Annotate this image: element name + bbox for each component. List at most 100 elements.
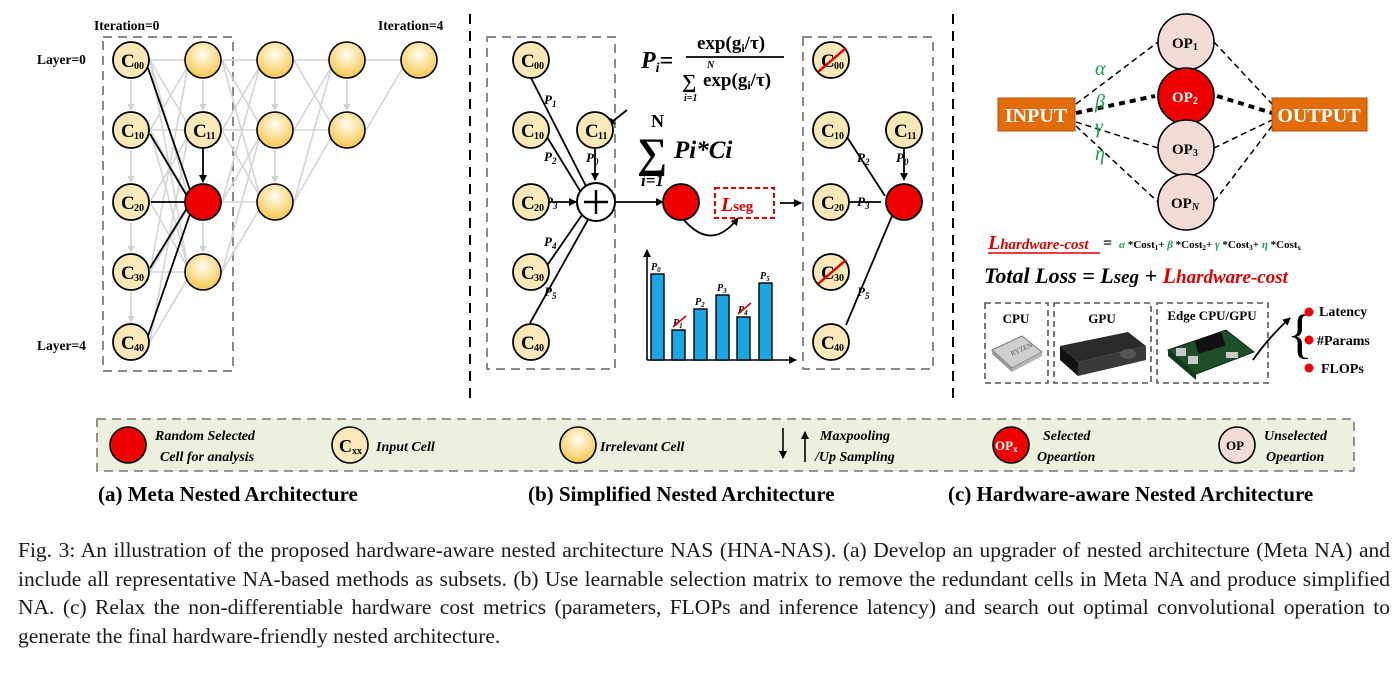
- p-label-0: P0: [586, 150, 599, 167]
- svg-text:30: 30: [834, 273, 844, 284]
- svg-text:α *Cost1+ β *Cost2+ γ *Cost3+: α *Cost1+ β *Cost2+ γ *Cost3+ η *Costx: [1119, 239, 1302, 252]
- op-2: OP2: [1157, 67, 1215, 125]
- metrics-arrow: [1252, 317, 1291, 361]
- svg-text:N: N: [651, 111, 664, 131]
- legend-updown-icon: [779, 428, 809, 462]
- legend-unselected-line1: Unselected: [1264, 429, 1328, 444]
- figure-diagram: Iteration=0 Iteration=4 Layer=0 Layer=4: [37, 13, 1370, 506]
- panel-a: Iteration=0 Iteration=4 Layer=0 Layer=4: [37, 18, 444, 372]
- svg-text:P5: P5: [760, 271, 770, 283]
- svg-text:00: 00: [134, 61, 144, 72]
- seg-loss-box: [714, 187, 775, 219]
- s-label-0: P0: [896, 150, 909, 167]
- svg-text:P3: P3: [717, 283, 727, 295]
- panel-b: P1 P2 P3 P4 P5 P0 C00 C10 C20 C30 C40 C1…: [486, 33, 934, 370]
- svg-text:C: C: [339, 436, 352, 456]
- svg-text:∑: ∑: [682, 71, 696, 93]
- svg-text:η: η: [1095, 143, 1105, 165]
- gpu-box: [1053, 302, 1152, 384]
- svg-text:P2: P2: [695, 297, 705, 309]
- irrelevant-cells: [184, 41, 438, 291]
- metric-params: #Params: [1317, 334, 1370, 349]
- svg-text:C: C: [821, 121, 835, 142]
- svg-text:C: C: [521, 333, 535, 354]
- legend-selected-icon: OPx: [992, 426, 1030, 464]
- svg-text:i=1: i=1: [641, 171, 664, 190]
- iteration-end-label: Iteration=4: [378, 18, 444, 33]
- panel-b-right-border: [802, 36, 934, 370]
- sum-node: [576, 182, 616, 222]
- seg-loss-label: Lseg: [720, 194, 754, 216]
- selected-connections: [147, 67, 207, 337]
- figure-caption: Fig. 3: An illustration of the proposed …: [18, 538, 1390, 648]
- svg-text:20: 20: [534, 203, 544, 214]
- svg-text:Lhardware-cost: Lhardware-cost: [987, 232, 1089, 254]
- cpu-box: [984, 302, 1049, 384]
- svg-text:30: 30: [534, 273, 544, 284]
- svg-text:P0: P0: [651, 262, 661, 274]
- svg-text:β: β: [1094, 91, 1105, 113]
- gpu-label: GPU: [1088, 311, 1116, 326]
- svg-text:C: C: [894, 121, 908, 142]
- edge-board-icon: [1167, 329, 1256, 380]
- bar-p1: [671, 329, 686, 361]
- cpu-label: CPU: [1003, 311, 1030, 326]
- output-label: OUTPUT: [1277, 105, 1361, 127]
- s-label-2: P2: [857, 150, 870, 167]
- b-selected-cell: [662, 183, 700, 221]
- svg-text:C: C: [821, 333, 835, 354]
- legend-updown-line2: /Up Sampling: [814, 450, 895, 465]
- svg-text:C: C: [821, 193, 835, 214]
- svg-text:11: 11: [206, 131, 215, 142]
- svg-text:C: C: [121, 193, 135, 214]
- svg-text:00: 00: [534, 61, 544, 72]
- svg-text:i=1: i=1: [684, 93, 697, 104]
- edge-box: [1156, 302, 1269, 384]
- caption-a: (a) Meta Nested Architecture: [98, 482, 358, 506]
- bar-p2: [693, 308, 708, 361]
- svg-text:40: 40: [534, 343, 544, 354]
- layer-bottom-label: Layer=4: [37, 338, 86, 353]
- svg-text:α: α: [1095, 58, 1106, 80]
- metric-flops: FLOPs: [1321, 362, 1364, 377]
- weighted-sum-formula: N ∑ i=1 Pi*Ci: [637, 111, 732, 190]
- selection-bar-chart: P0 P1 P2 P3 P4 P5: [643, 249, 797, 364]
- svg-text:C: C: [121, 121, 135, 142]
- bar-p0: [650, 273, 665, 361]
- svg-text:C: C: [521, 193, 535, 214]
- svg-text:OP2: OP2: [1172, 90, 1198, 107]
- layer-top-label: Layer=0: [37, 52, 86, 67]
- s-label-5: P5: [857, 284, 870, 301]
- s-label-3: P3: [857, 194, 870, 211]
- svg-text:OP: OP: [1226, 438, 1244, 453]
- updown-arrows: [127, 80, 351, 323]
- svg-text:11: 11: [907, 131, 916, 142]
- svg-text:OP1: OP1: [1172, 36, 1198, 53]
- cpu-chip-icon: RYZEN: [991, 335, 1043, 372]
- op-n: OPN: [1157, 173, 1215, 231]
- legend-updown-line1: Maxpooling: [819, 429, 890, 444]
- arch-weights: α β γ η: [1094, 58, 1106, 165]
- svg-text:C: C: [521, 121, 535, 142]
- p-label-5: P5: [544, 284, 557, 301]
- svg-text:C: C: [585, 121, 599, 142]
- svg-text:P4: P4: [738, 305, 748, 317]
- svg-text:exp(gi/τ): exp(gi/τ): [697, 33, 765, 55]
- svg-text:20: 20: [134, 203, 144, 214]
- weighted-connections: [529, 77, 802, 324]
- legend-selected-line1: Selected: [1043, 429, 1091, 444]
- legend-input-label: Input Cell: [375, 440, 435, 455]
- edge-label: Edge CPU/GPU: [1167, 308, 1257, 323]
- bar-p3: [715, 294, 730, 361]
- metric-dot-params: [1304, 335, 1314, 345]
- input-box: [997, 97, 1076, 132]
- svg-text:xx: xx: [352, 446, 362, 457]
